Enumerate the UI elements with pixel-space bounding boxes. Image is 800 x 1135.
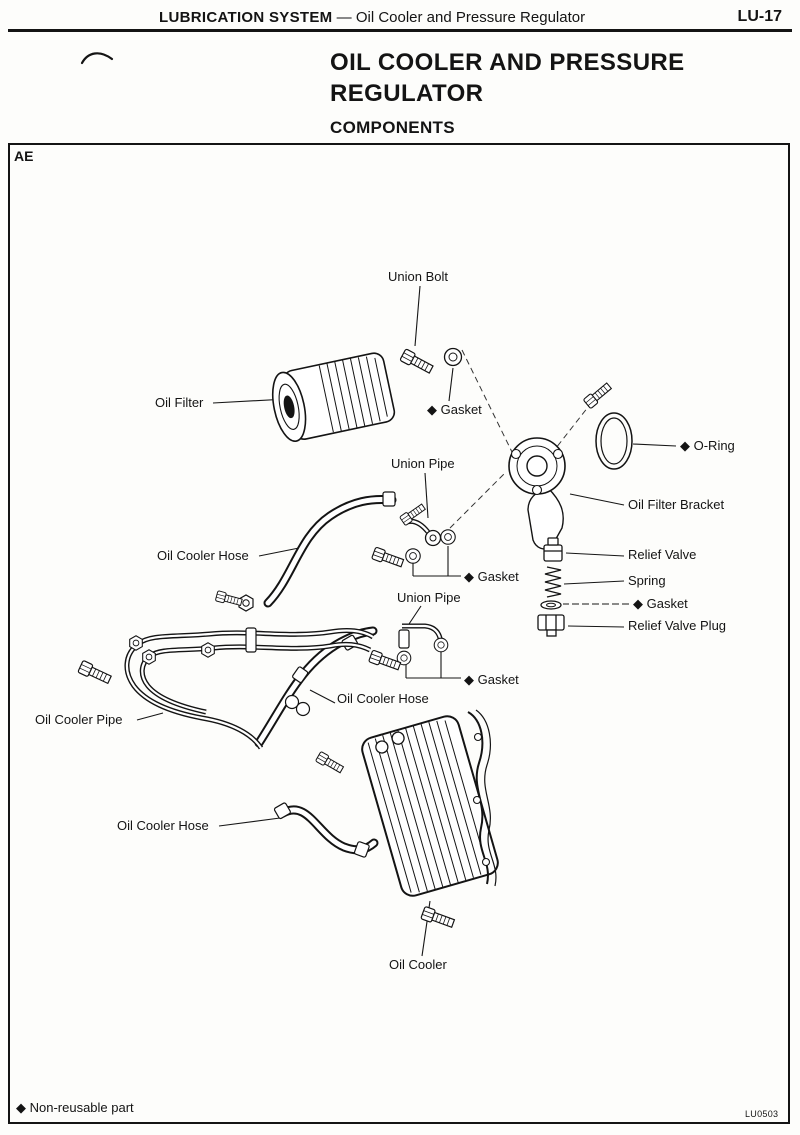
header-rule <box>8 29 792 32</box>
label-oil-cooler-hose-lower: Oil Cooler Hose <box>117 818 209 833</box>
label-oil-cooler-pipe: Oil Cooler Pipe <box>35 712 123 727</box>
header-separator: — <box>336 9 352 26</box>
label-union-bolt: Union Bolt <box>388 269 448 284</box>
section-subtitle: COMPONENTS <box>330 118 455 137</box>
label-union-pipe-lower: Union Pipe <box>397 590 461 605</box>
diagram-frame <box>8 143 790 1124</box>
label-union-pipe-upper: Union Pipe <box>391 456 455 471</box>
header-topic: Oil Cooler and Pressure Regulator <box>355 9 586 26</box>
label-o-ring: ◆ O-Ring <box>680 438 735 453</box>
label-oil-cooler-hose-upper: Oil Cooler Hose <box>157 548 249 563</box>
model-code: AE <box>14 148 34 164</box>
non-reusable-note: ◆ Non-reusable part <box>16 1100 134 1115</box>
page-title-line1: OIL COOLER AND PRESSURE <box>330 49 685 76</box>
figure-code: LU0503 <box>745 1109 779 1119</box>
label-gasket-upper: ◆ Gasket <box>464 569 519 584</box>
label-relief-valve: Relief Valve <box>628 547 697 562</box>
page-code: LU-17 <box>737 8 782 25</box>
page-title-line2: REGULATOR <box>330 80 484 107</box>
label-oil-filter: Oil Filter <box>155 395 204 410</box>
label-gasket-lower: ◆ Gasket <box>464 672 519 687</box>
label-oil-filter-bracket: Oil Filter Bracket <box>628 497 725 512</box>
scan-mark <box>80 52 114 65</box>
label-gasket-relief: ◆ Gasket <box>633 596 688 611</box>
page-header: LUBRICATION SYSTEM — Oil Cooler and Pres… <box>159 9 585 26</box>
header-section: LUBRICATION SYSTEM <box>159 9 333 26</box>
label-spring: Spring <box>628 573 666 588</box>
label-relief-valve-plug: Relief Valve Plug <box>628 618 727 633</box>
label-oil-cooler-hose-middle: Oil Cooler Hose <box>337 691 429 706</box>
label-gasket-union-bolt: ◆ Gasket <box>427 402 482 417</box>
label-oil-cooler: Oil Cooler <box>389 957 447 972</box>
